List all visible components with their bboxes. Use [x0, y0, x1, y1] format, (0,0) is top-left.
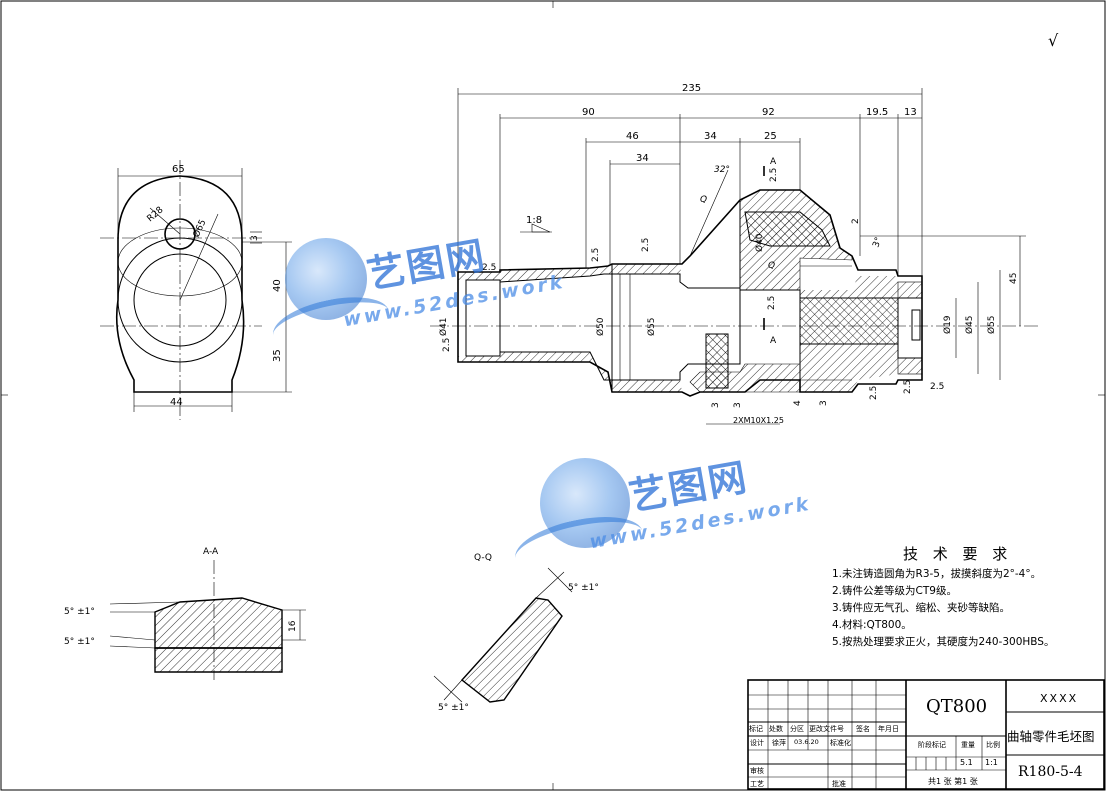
title-block-weight: 5.1	[960, 758, 973, 767]
section-qq-angle-2: 5° ±1°	[438, 703, 469, 713]
tech-requirement-item: 5.按热处理要求正火，其硬度为240-300HBS。	[832, 636, 1055, 648]
title-block-approve-label: 批准	[832, 780, 846, 788]
dim-side-3: 3	[250, 235, 260, 241]
dim-2: 2	[851, 218, 861, 224]
dim-thread: 2XM10X1.25	[733, 416, 784, 425]
title-block-designer: 徐萍	[772, 739, 786, 747]
tech-requirements-list: 1.未注铸造圆角为R3-5，拔摸斜度为2°-4°。 2.铸件公差等级为CT9级。…	[832, 566, 1054, 651]
title-block-header-signature: 签名	[856, 725, 870, 733]
section-qq: Q-Q 5° ±1° 5° ±1°	[433, 553, 599, 713]
side-view: 65 40 35 44 3 R28 Ø65	[100, 160, 292, 420]
dim-92: 92	[762, 107, 775, 118]
title-block-header-date: 年月日	[878, 725, 899, 733]
dim-phi40: Ø40	[754, 233, 765, 252]
section-mark-q-top: Q	[700, 195, 707, 205]
dim-phi55: Ø55	[646, 317, 657, 336]
dim-4: 4	[793, 400, 803, 406]
section-aa-angle-2: 5° ±1°	[64, 637, 95, 647]
tech-requirement-item: 1.未注铸造圆角为R3-5，拔摸斜度为2°-4°。	[832, 568, 1042, 580]
dim-25: 25	[764, 131, 777, 142]
title-block	[747, 679, 1105, 790]
dim-3-a: 3	[711, 402, 721, 408]
dim-taper: 1:8	[526, 215, 542, 226]
dim-r28: R28	[146, 205, 166, 224]
title-block-scale-label: 比例	[986, 741, 1000, 749]
dim-side-35: 35	[272, 349, 283, 362]
watermark-logo-ball-1	[285, 238, 367, 320]
surface-check-mark: √	[1048, 31, 1059, 50]
title-block-process-label: 工艺	[750, 780, 764, 788]
dim-side-40: 40	[272, 279, 283, 292]
dim-wall-bot3: 2.5	[930, 382, 944, 392]
dim-angle-3: 3°	[871, 236, 884, 249]
dim-wall-left: 2.5	[482, 263, 496, 273]
section-aa-title: A-A	[203, 547, 219, 557]
section-aa: A-A 5° ±1° 5° ±1° 16	[64, 547, 306, 680]
title-block-weight-label: 重量	[961, 741, 975, 749]
title-block-company: XXXX	[1040, 692, 1079, 705]
dim-3-c: 3	[819, 400, 829, 406]
title-block-header-zone: 分区	[790, 725, 804, 733]
dim-wall-bore: 2.5	[442, 338, 452, 352]
title-block-date: 03.6.20	[794, 738, 819, 746]
dim-phi50: Ø50	[595, 317, 606, 336]
title-block-part-name: 曲轴零件毛坯图	[1007, 729, 1095, 744]
dim-34-b: 34	[636, 153, 649, 164]
dim-angle-32: 32°	[714, 165, 730, 175]
section-mark-a-bottom: A	[770, 336, 777, 346]
dim-side-width: 65	[172, 164, 185, 175]
title-block-stage-label: 阶段标记	[918, 741, 946, 749]
dim-web-top: 2.5	[769, 168, 779, 182]
tech-requirement-item: 3.铸件应无气孔、缩松、夹砂等缺陷。	[832, 602, 1011, 614]
dim-web-mid: 2.5	[767, 296, 777, 310]
dim-19-5: 19.5	[866, 107, 888, 118]
dim-wall-bot2: 2.5	[903, 380, 913, 394]
dim-wall-mid: 2.5	[591, 248, 601, 262]
dim-overall-length: 235	[682, 83, 701, 94]
dim-34-a: 34	[704, 131, 717, 142]
dim-13: 13	[904, 107, 917, 118]
dim-46: 46	[626, 131, 639, 142]
dim-phi41: Ø41	[438, 317, 449, 336]
title-block-header-mark: 标记	[749, 725, 763, 733]
title-block-scale: 1:1	[985, 758, 998, 767]
section-aa-angle-1: 5° ±1°	[64, 607, 95, 617]
section-mark-a-top: A	[770, 157, 777, 167]
dim-phi19: Ø19	[942, 315, 953, 334]
title-block-design-label: 设计	[750, 739, 764, 747]
watermark-logo-ball-2	[540, 458, 630, 548]
dim-3-b: 3	[733, 402, 743, 408]
dim-45: 45	[1009, 273, 1019, 284]
tech-requirement-item: 4.材料:QT800。	[832, 619, 912, 631]
main-section-view: 235 90 92 19.5 13 46 34 25 34 32° 1:8 2.…	[430, 83, 1040, 425]
dim-wall-mid2: 2.5	[641, 238, 651, 252]
tech-requirements-title: 技 术 要 求	[903, 545, 1013, 563]
tech-requirement-item: 2.铸件公差等级为CT9级。	[832, 585, 957, 597]
title-block-sheets: 共1 张 第1 张	[928, 777, 978, 786]
dim-wall-bot: 2.5	[869, 386, 879, 400]
dim-side-44: 44	[170, 397, 183, 408]
section-mark-q-bottom: Q	[768, 261, 775, 271]
title-block-material: QT800	[926, 696, 988, 717]
title-block-drawing-no: R180-5-4	[1018, 764, 1083, 780]
title-block-review-label: 审核	[750, 767, 764, 775]
section-qq-angle-1: 5° ±1°	[568, 583, 599, 593]
title-block-standardize-label: 标准化	[830, 739, 851, 747]
dim-phi45: Ø45	[964, 315, 975, 334]
section-qq-title: Q-Q	[474, 553, 492, 563]
dim-phi55-b: Ø55	[986, 315, 997, 334]
dim-90: 90	[582, 107, 595, 118]
title-block-header-count: 处数	[769, 725, 783, 733]
title-block-header-change-doc: 更改文件号	[809, 725, 844, 733]
section-aa-height: 16	[288, 620, 298, 632]
